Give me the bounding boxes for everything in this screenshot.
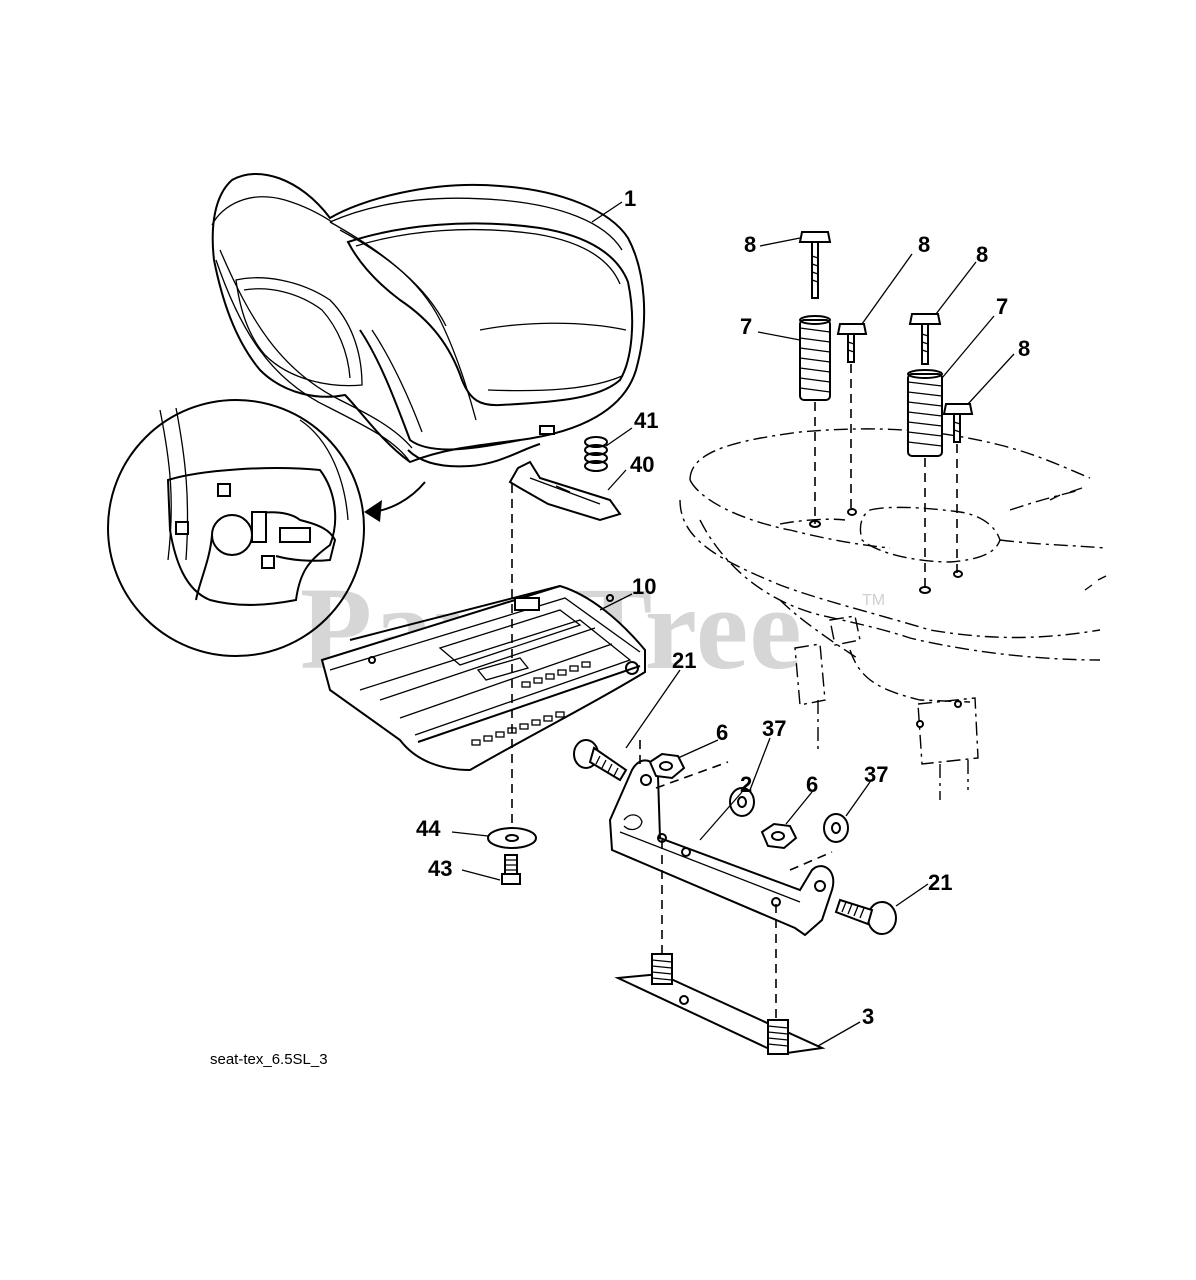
leader-dash-nut-a bbox=[655, 761, 729, 789]
watermark-trademark: TM bbox=[862, 592, 885, 609]
callout-part-40: 40 bbox=[630, 452, 654, 477]
part-plate-3[interactable] bbox=[614, 953, 826, 1056]
part-nut-37-right[interactable] bbox=[823, 813, 849, 843]
part-bolt-43[interactable] bbox=[501, 854, 521, 885]
part-bolt-8-d[interactable] bbox=[942, 403, 974, 443]
frame-chassis-dashed bbox=[679, 428, 1107, 800]
part-bolt-8-a[interactable] bbox=[798, 231, 832, 299]
callout-part-41: 41 bbox=[634, 408, 658, 433]
callout-part-8-c: 8 bbox=[976, 242, 988, 267]
leader-dash-nut-b bbox=[789, 851, 833, 871]
callout-part-7-a: 7 bbox=[740, 314, 752, 339]
part-bolt-8-c[interactable] bbox=[908, 313, 942, 365]
callout-part-21-b: 21 bbox=[928, 870, 952, 895]
callout-part-8-b: 8 bbox=[918, 232, 930, 257]
part-seat-pan-10[interactable] bbox=[320, 584, 646, 772]
callout-part-7-b: 7 bbox=[996, 294, 1008, 319]
callout-part-8-d: 8 bbox=[1018, 336, 1030, 361]
callout-part-8-a: 8 bbox=[744, 232, 756, 257]
part-bolt-21-left[interactable] bbox=[573, 739, 628, 782]
callout-part-2: 2 bbox=[740, 772, 752, 797]
part-bolt-8-b[interactable] bbox=[836, 323, 868, 363]
part-nut-37-left[interactable] bbox=[729, 787, 755, 817]
callout-part-6-a: 6 bbox=[716, 720, 728, 745]
callout-part-44: 44 bbox=[416, 816, 441, 841]
part-nut-6-right[interactable] bbox=[760, 822, 798, 850]
part-spring-7-left[interactable] bbox=[799, 315, 831, 401]
callout-part-10: 10 bbox=[632, 574, 656, 599]
part-bolt-21-right[interactable] bbox=[834, 898, 897, 935]
callout-part-6-b: 6 bbox=[806, 772, 818, 797]
part-washer-44[interactable] bbox=[487, 827, 537, 849]
callout-part-37-b: 37 bbox=[864, 762, 888, 787]
callout-part-1: 1 bbox=[624, 186, 636, 211]
part-seat[interactable] bbox=[211, 172, 646, 468]
leader-lines bbox=[451, 201, 1015, 1047]
part-bracket-40[interactable] bbox=[508, 460, 622, 522]
diagram-caption: seat-tex_6.5SL_3 bbox=[210, 1051, 328, 1068]
callout-part-21-a: 21 bbox=[672, 648, 696, 673]
part-bracket-2[interactable] bbox=[608, 759, 835, 937]
part-nut-6-left[interactable] bbox=[648, 752, 686, 780]
callout-part-37-a: 37 bbox=[762, 716, 786, 741]
callout-part-43: 43 bbox=[428, 856, 452, 881]
part-spring-7-right[interactable] bbox=[907, 369, 943, 457]
callout-part-3: 3 bbox=[862, 1004, 874, 1029]
part-spring-41[interactable] bbox=[584, 436, 608, 472]
detail-inset bbox=[107, 399, 426, 657]
